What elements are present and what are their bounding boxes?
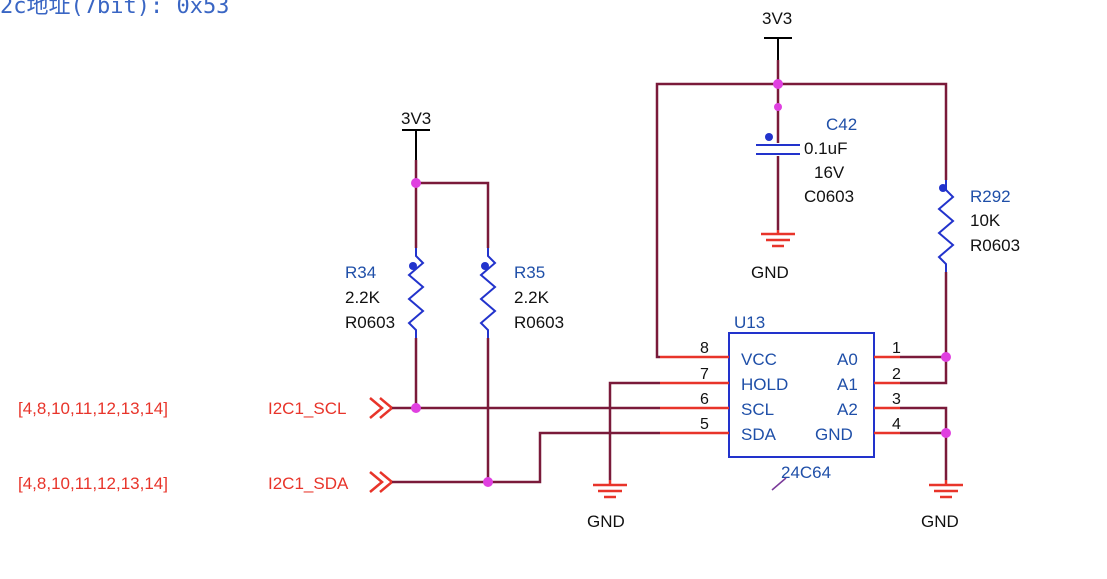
c42-voltage: 16V <box>814 163 845 182</box>
r292-ref: R292 <box>970 187 1011 206</box>
pullup-rail-wire <box>414 160 490 232</box>
junction-vcc-cap <box>774 103 782 111</box>
r35-ref: R35 <box>514 263 545 282</box>
gnd-label-right: GND <box>921 512 959 531</box>
junction-3v3-left <box>411 178 421 188</box>
junction-sda <box>483 477 493 487</box>
port-sda: [4,8,10,11,12,13,14] I2C1_SDA <box>18 471 394 493</box>
sda-port-name: I2C1_SDA <box>268 474 349 493</box>
vcc-net-wire <box>655 82 948 359</box>
r34-ref: R34 <box>345 263 376 282</box>
r292-package: R0603 <box>970 236 1020 255</box>
c42-ref: C42 <box>826 115 857 134</box>
pin-name-scl: SCL <box>741 400 774 419</box>
gnd-symbol-hold: GND <box>587 480 627 531</box>
top-power-symbol: 3V3 <box>762 9 792 60</box>
pin-name-a2: A2 <box>837 400 858 419</box>
resistor-r35: R35 2.2K R0603 <box>479 248 564 338</box>
pin-num-4: 4 <box>892 416 901 433</box>
r34-package: R0603 <box>345 313 395 332</box>
ic-u13: U13 24C64 8 7 6 5 VCC HOLD SCL SDA 1 2 3… <box>660 313 901 491</box>
a2-gnd-net-wire <box>900 406 948 480</box>
sda-sheet-refs: [4,8,10,11,12,13,14] <box>18 474 168 493</box>
left-3v3-label: 3V3 <box>401 109 431 128</box>
pin-num-5: 5 <box>700 416 709 433</box>
r35-package: R0603 <box>514 313 564 332</box>
port-scl: [4,8,10,11,12,13,14] I2C1_SCL <box>18 397 394 419</box>
pin-name-vcc: VCC <box>741 350 777 369</box>
pin-name-a0: A0 <box>837 350 858 369</box>
pin-num-6: 6 <box>700 391 709 408</box>
junction-vcc-top <box>773 79 783 89</box>
r34-value: 2.2K <box>345 288 381 307</box>
junction-scl <box>411 403 421 413</box>
ic-body <box>728 332 875 458</box>
c42-value: 0.1uF <box>804 139 847 158</box>
a0-a1-net-wire <box>900 355 948 385</box>
ic-ref: U13 <box>734 313 765 332</box>
junction-a0 <box>941 352 951 362</box>
gnd-label-cap: GND <box>751 263 789 282</box>
pin-num-7: 7 <box>700 366 709 383</box>
hold-net-wire <box>608 381 660 480</box>
resistor-r292: R292 10K R0603 <box>937 180 1020 272</box>
resistor-r34: R34 2.2K R0603 <box>345 248 425 338</box>
top-3v3-label: 3V3 <box>762 9 792 28</box>
gnd-label-hold: GND <box>587 512 625 531</box>
pin-num-8: 8 <box>700 340 709 357</box>
junction-gnd-right <box>941 428 951 438</box>
left-power-symbol: 3V3 <box>401 109 431 160</box>
pin-num-3: 3 <box>892 391 901 408</box>
gnd-symbol-right: GND <box>921 480 963 531</box>
r35-value: 2.2K <box>514 288 550 307</box>
pin-name-a1: A1 <box>837 375 858 394</box>
i2c-address-note: 2c地址(7bit): 0x53 <box>0 0 230 19</box>
pin-name-sda: SDA <box>741 425 777 444</box>
pin-num-2: 2 <box>892 366 901 383</box>
scl-sheet-refs: [4,8,10,11,12,13,14] <box>18 399 168 418</box>
pin-name-hold: HOLD <box>741 375 788 394</box>
c42-package: C0603 <box>804 187 854 206</box>
pin-name-gnd: GND <box>815 425 853 444</box>
scl-port-name: I2C1_SCL <box>268 399 346 418</box>
gnd-symbol-cap: GND <box>751 230 795 282</box>
r292-value: 10K <box>970 211 1001 230</box>
capacitor-c42: C42 0.1uF 16V C0603 <box>756 115 857 206</box>
pin-num-1: 1 <box>892 340 901 357</box>
sda-net-wire <box>392 431 660 484</box>
ic-part: 24C64 <box>781 463 831 482</box>
